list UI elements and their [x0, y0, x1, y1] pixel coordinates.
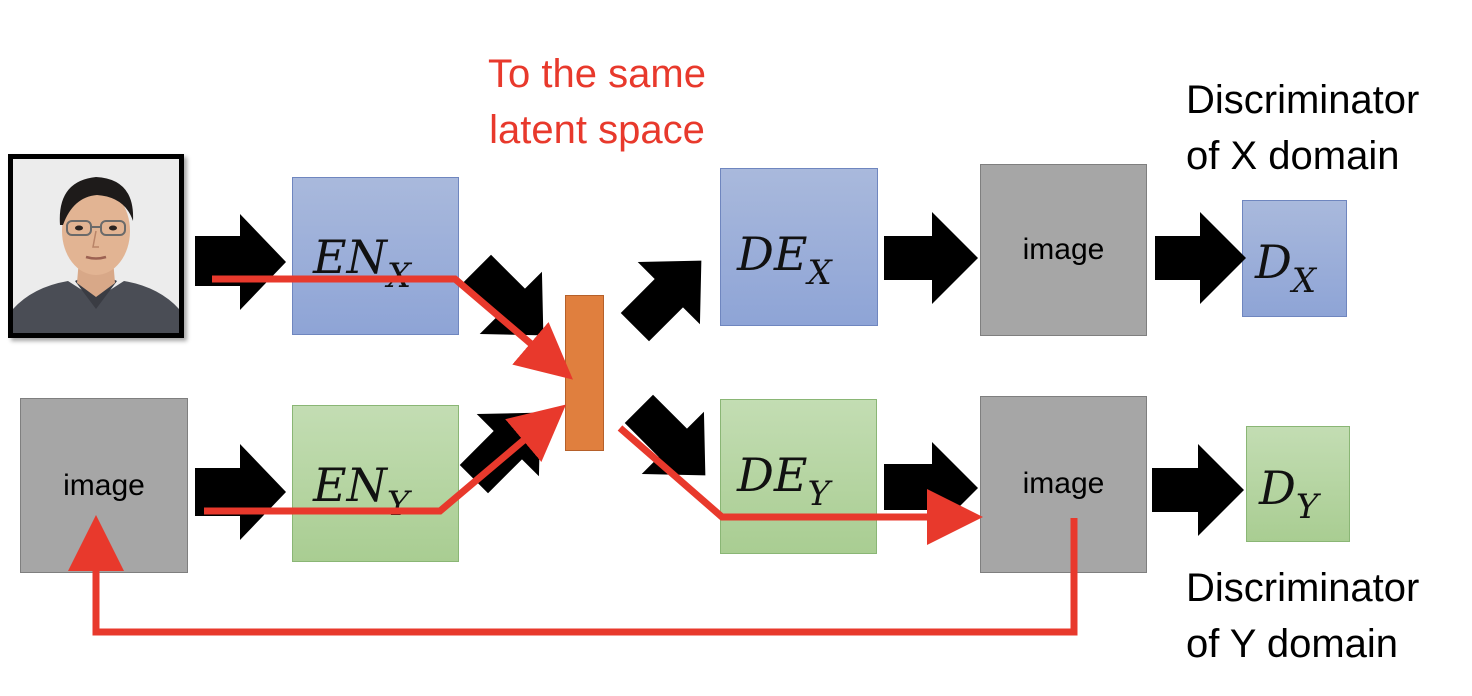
latent-caption: To the same latent space	[462, 46, 732, 158]
output-y-image-box: image	[980, 396, 1147, 573]
red-path-latent-to-output-y	[617, 425, 983, 545]
discriminator-x-label: DX	[1255, 235, 1317, 301]
decoder-x-label: DEX	[737, 227, 832, 293]
input-x-photo	[8, 154, 184, 338]
decoder-x-box: DEX	[720, 168, 878, 326]
red-path-y-to-latent	[204, 404, 567, 515]
red-path-cycle-back	[68, 515, 1078, 636]
black-arrow-enx-to-latent	[462, 254, 544, 336]
output-y-image-label: image	[1022, 467, 1105, 500]
black-arrow-dex-to-img	[884, 212, 978, 304]
output-x-image-label: image	[1022, 233, 1105, 266]
encoder-y-box: ENY	[292, 405, 459, 562]
discriminator-x-line1: Discriminator	[1186, 78, 1420, 122]
discriminator-x-caption: Discriminator of X domain	[1186, 72, 1419, 184]
discriminator-y-caption: Discriminator of Y domain	[1186, 560, 1419, 672]
discriminator-y-line2: of Y domain	[1186, 622, 1399, 666]
person-portrait-icon	[13, 159, 179, 333]
black-arrow-photo-to-enx	[195, 214, 286, 310]
black-arrow-img-to-dx	[1155, 212, 1246, 304]
discriminator-y-label: DY	[1259, 461, 1319, 527]
black-arrow-img-to-eny	[195, 444, 286, 540]
decoder-y-box: DEY	[720, 399, 877, 554]
encoder-x-box: ENX	[292, 177, 459, 335]
black-arrow-latent-to-dey	[624, 394, 706, 476]
discriminator-x-line2: of X domain	[1186, 134, 1400, 178]
latent-caption-line2: latent space	[489, 108, 705, 152]
discriminator-x-box: DX	[1242, 200, 1347, 317]
decoder-y-label: DEY	[737, 448, 830, 514]
black-arrow-latent-to-dex	[620, 260, 702, 342]
red-path-x-to-latent	[212, 275, 573, 380]
black-arrow-img-to-dy	[1152, 444, 1244, 536]
input-y-image-label: image	[63, 469, 145, 502]
discriminator-y-box: DY	[1246, 426, 1350, 542]
discriminator-y-line1: Discriminator	[1186, 566, 1420, 610]
encoder-y-label: ENY	[313, 458, 410, 524]
latent-caption-line1: To the same	[488, 52, 706, 96]
output-x-image-box: image	[980, 164, 1147, 336]
